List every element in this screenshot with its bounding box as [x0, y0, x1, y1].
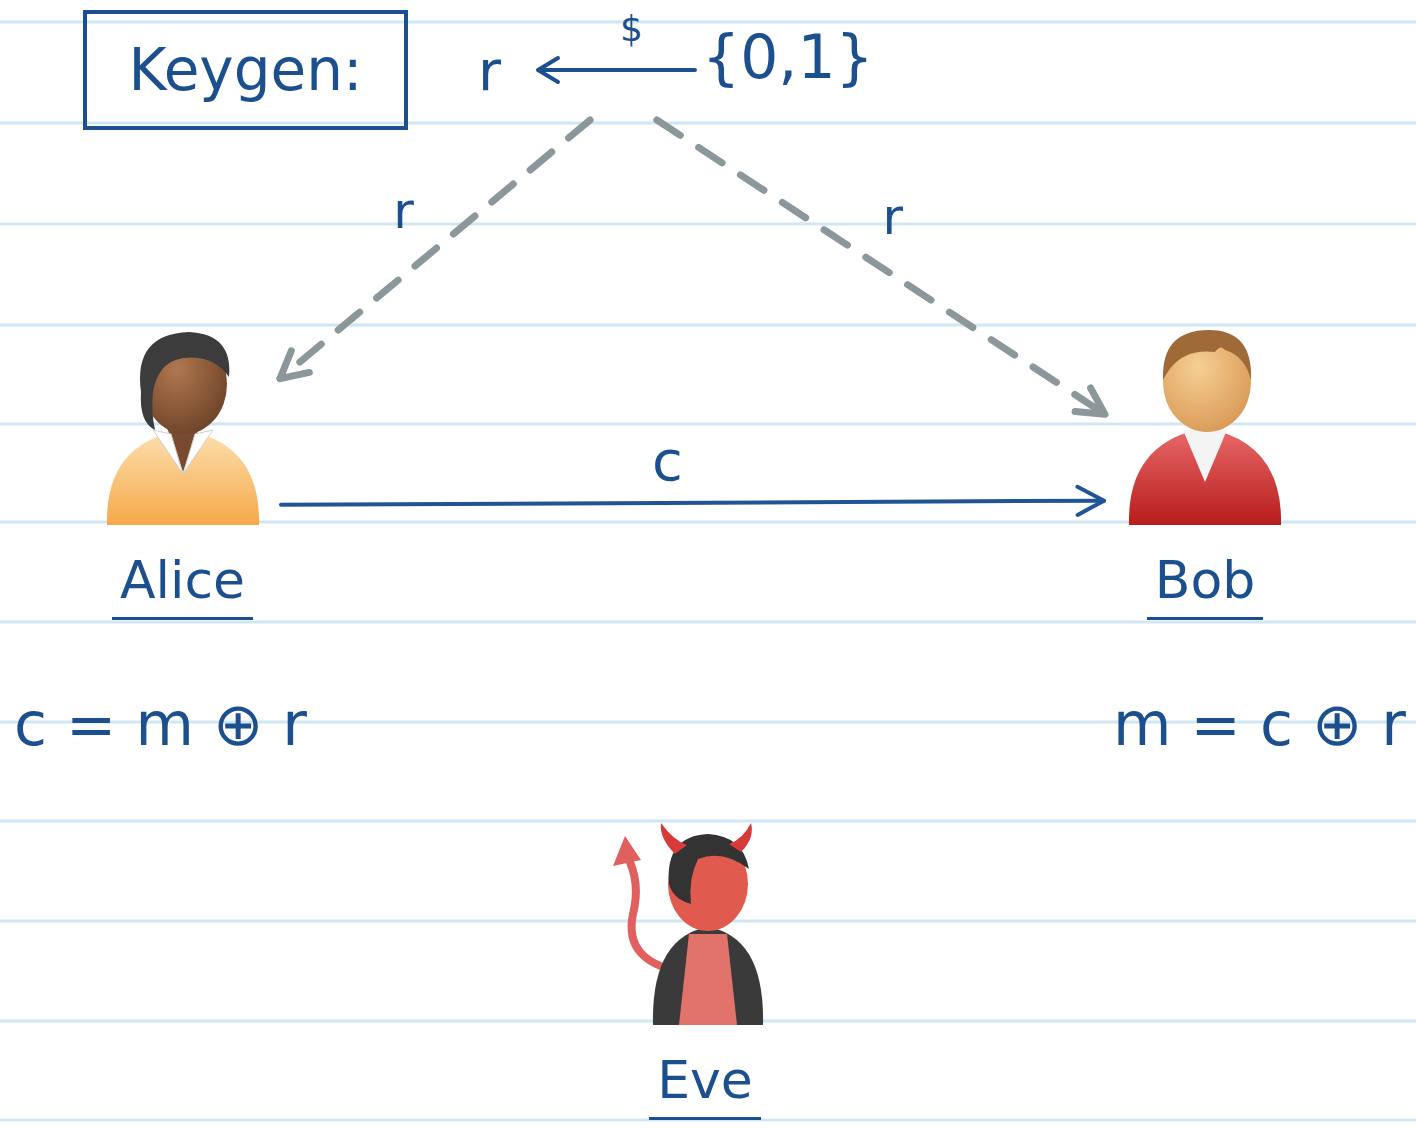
connector-line — [280, 120, 590, 379]
alice-node: Alice — [90, 322, 275, 620]
arrow-head — [280, 351, 309, 379]
key-share-arrow — [657, 120, 1105, 414]
edge-label: r — [882, 192, 903, 242]
keygen-title: Keygen: — [129, 37, 363, 104]
edge-label: c — [652, 433, 683, 489]
bob-node: Bob — [1110, 322, 1300, 620]
decryption-equation: m = c ⊕ r — [1113, 690, 1406, 759]
person-icon — [90, 322, 275, 527]
random-sample-symbol: $ — [620, 11, 643, 47]
eve-node: Eve — [595, 822, 815, 1120]
sample-arrow — [530, 50, 705, 90]
key-sampler: r $ {0,1} — [470, 5, 890, 115]
key-variable: r — [478, 43, 501, 99]
connector-line — [657, 120, 1105, 414]
person-icon — [595, 822, 815, 1027]
arrow-head — [1077, 487, 1104, 515]
encryption-equation: c = m ⊕ r — [14, 690, 307, 759]
person-name: Bob — [1147, 551, 1264, 620]
keygen-box: Keygen: — [83, 10, 408, 130]
person-name: Eve — [649, 1051, 761, 1120]
key-share-arrow — [280, 120, 590, 379]
ciphertext-arrow — [281, 487, 1104, 515]
arrow-head — [1075, 388, 1105, 414]
person-icon — [1110, 322, 1300, 527]
edge-label: r — [393, 186, 414, 236]
eve-figure — [603, 822, 808, 1027]
bit-set: {0,1} — [702, 27, 874, 87]
alice-figure — [103, 322, 263, 527]
bob-figure — [1125, 322, 1285, 527]
person-name: Alice — [112, 551, 253, 620]
connector-line — [281, 501, 1104, 505]
